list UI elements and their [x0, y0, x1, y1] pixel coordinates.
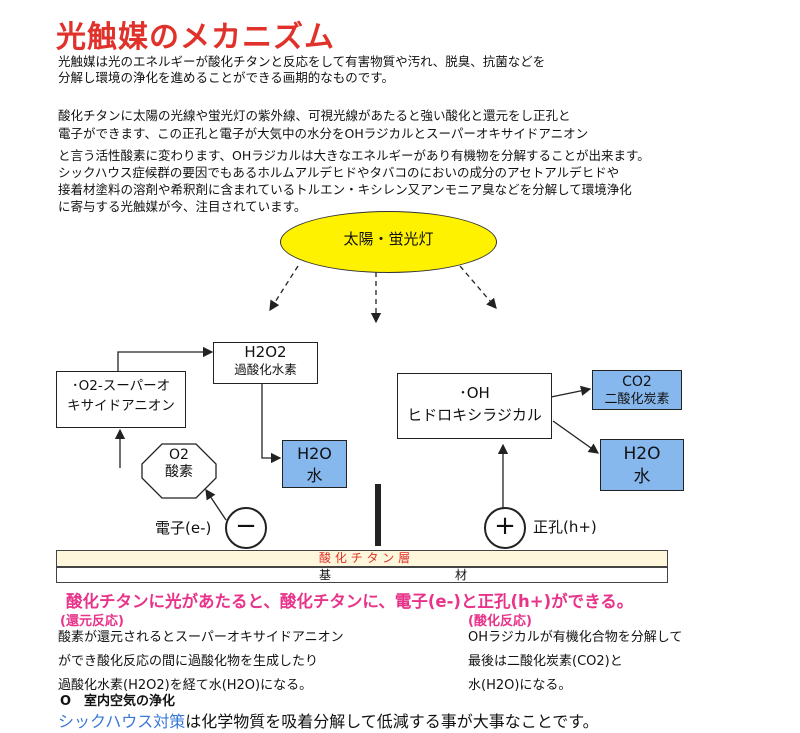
minus-icon: − — [235, 511, 257, 541]
electron-circle: − — [225, 507, 267, 549]
plus-icon: + — [494, 511, 516, 541]
body-line-4: シックハウス症候群の要因でもあるホルムアルデヒドやタバコのにおいの成分のアセトア… — [58, 165, 620, 180]
co2-name: 二酸化炭素 — [604, 392, 670, 407]
light-arrow-right — [459, 265, 497, 309]
h2o-right-box: H2O 水 — [600, 439, 684, 491]
h2o-right-name: 水 — [633, 467, 651, 487]
base-layer-right: 材 — [455, 568, 468, 582]
arrow-superoxide-to-h2o2 — [117, 346, 214, 371]
footer-rest: は化学物質を吸着分解して低減する事が大事なことです。 — [185, 712, 599, 731]
reduction-line-1: 酸素が還元されるとスーパーオキサイドアニオン — [58, 630, 344, 645]
intro-line-2: 分解し環境の浄化を進めることができる画期的なものです。 — [58, 70, 395, 85]
co2-box: CO2 二酸化炭素 — [592, 370, 682, 410]
reduction-heading: (還元反応) — [60, 614, 124, 629]
h2o2-formula: H2O2 — [244, 343, 287, 361]
electron-label: 電子(e-) — [155, 519, 212, 537]
body-line-1: 酸化チタンに太陽の光線や蛍光灯の紫外線、可視光線があたると強い酸化と還元をし正孔… — [58, 108, 571, 123]
h2o-left-box: H2O 水 — [282, 440, 347, 488]
oh-name: ヒドロキシラジカル — [407, 406, 542, 424]
superoxide-box: ･O2-スーパーオ キサイドアニオン — [56, 371, 186, 428]
page-title: 光触媒のメカニズム — [56, 20, 335, 55]
arrow-oh-to-co2 — [550, 385, 592, 398]
co2-formula: CO2 — [622, 374, 652, 390]
o2-formula: O2 — [169, 447, 189, 463]
h2o-left-name: 水 — [306, 466, 323, 485]
footer-text: シックハウス対策は化学物質を吸着分解して低減する事が大事なことです。 — [58, 708, 599, 732]
body-line-3: と言う活性酸素に変わります、OHラジカルは大きなエネルギーがあり有機物を分解する… — [58, 148, 650, 163]
arrow-electron-to-o2 — [205, 488, 227, 521]
o2-name: 酸素 — [165, 464, 193, 480]
h2o2-box: H2O2 過酸化水素 — [213, 342, 318, 384]
body-line-5: 接着材塗料の溶剤や希釈剤に含まれているトルエン・キシレン又アンモニア臭などを分解… — [58, 182, 632, 197]
h2o2-name: 過酸化水素 — [234, 362, 297, 377]
tio2-layer: 酸 化 チ タ ン 層 — [56, 550, 668, 567]
o2-octagon — [141, 443, 217, 499]
hole-circle: + — [484, 507, 526, 549]
tio2-layer-label: 酸 化 チ タ ン 層 — [319, 551, 411, 565]
superoxide-line-1: ･O2-スーパーオ — [71, 378, 171, 394]
oxidation-line-1: OHラジカルが有機化合物を分解して — [468, 630, 683, 645]
reduction-line-2: ができ酸化反応の間に過酸化物を生成したり — [58, 654, 319, 669]
superoxide-line-2: キサイドアニオン — [67, 398, 175, 414]
reduction-line-3: 過酸化水素(H2O2)を経て水(H2O)になる。 — [58, 678, 313, 693]
intro-line-1: 光触媒は光のエネルギーが酸化チタンと反応をして有害物質や汚れ、脱臭、抗菌などを — [58, 54, 546, 69]
oxidation-heading: (酸化反応) — [468, 614, 532, 629]
center-divider — [375, 484, 381, 546]
footer-link[interactable]: シックハウス対策 — [58, 712, 186, 731]
o2-label: O2 酸素 — [142, 447, 216, 481]
sun-ellipse: 太陽・蛍光灯 — [280, 211, 497, 273]
arrow-h2o2-to-h2o — [261, 382, 282, 464]
base-layer-left: 基 — [319, 568, 332, 582]
base-layer: 基 材 — [56, 567, 668, 583]
purify-heading: O 室内空気の浄化 — [60, 694, 176, 709]
light-arrow-left — [269, 265, 299, 312]
oxidation-line-2: 最後は二酸化炭素(CO2)と — [468, 654, 623, 669]
headline: 酸化チタンに光があたると、酸化チタンに、電子(e-)と正孔(h+)ができる。 — [66, 592, 634, 611]
oxidation-line-3: 水(H2O)になる。 — [468, 678, 572, 693]
h2o-right-formula: H2O — [623, 444, 661, 464]
h2o-left-formula: H2O — [297, 444, 332, 463]
oh-formula: ･OH — [459, 384, 490, 402]
body-line-6: に寄与する光触媒が今、注目されています。 — [58, 199, 307, 214]
sun-label: 太陽・蛍光灯 — [343, 230, 434, 248]
arrow-oh-to-h2o — [552, 420, 600, 454]
oh-radical-box: ･OH ヒドロキシラジカル — [397, 373, 552, 439]
hole-label: 正孔(h+) — [533, 518, 597, 536]
body-line-2: 電子ができます、この正孔と電子が大気中の水分をOHラジカルとスーパーオキサイドア… — [58, 126, 589, 141]
